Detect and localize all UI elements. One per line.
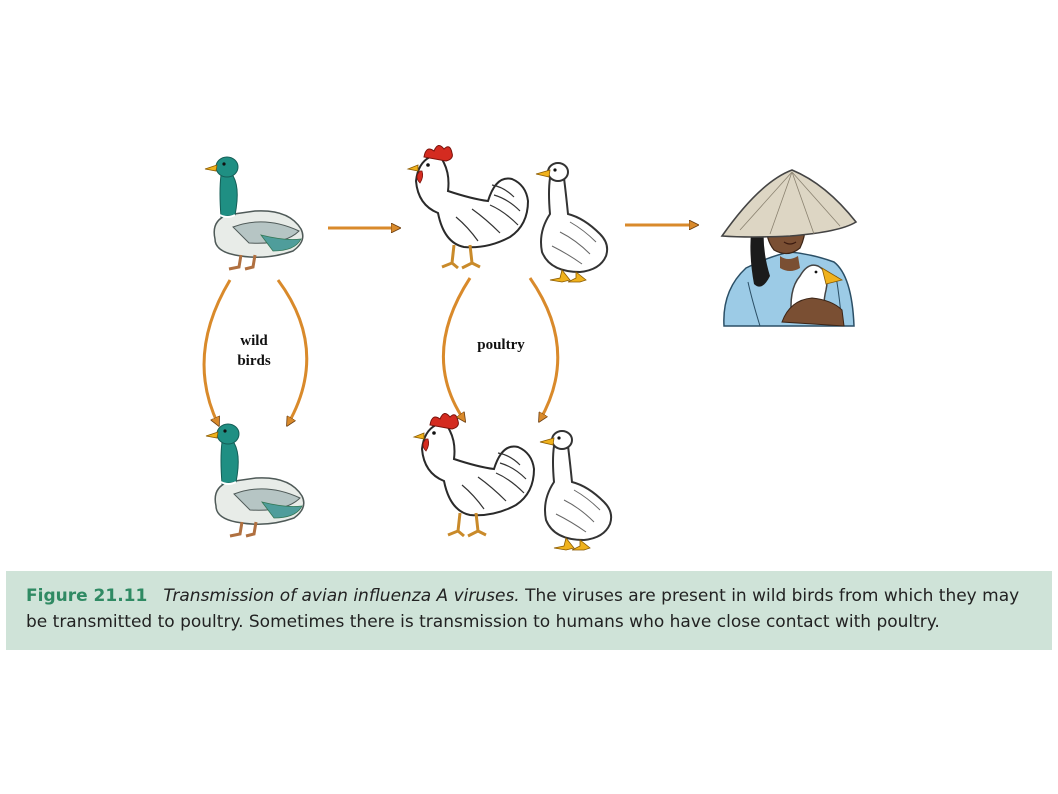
mallard-duck-top [203,155,305,271]
arrow-poultry-left [441,277,472,420]
transmission-diagram: wild birds poultry [202,143,858,551]
white-duck-icon [535,162,609,283]
rooster-bottom [412,411,536,538]
figure-number: Figure 21.11 [26,586,148,606]
arrow-wildbirds-right [276,279,309,424]
white-duck-icon [539,430,613,551]
rooster-icon [406,143,530,270]
arrow-poultry-right [528,277,560,420]
caption-text: The viruses are present in wild birds fr… [26,586,1020,632]
label-poultry: poultry [477,337,525,353]
label-birds: birds [237,353,271,369]
rooster-top [406,143,530,270]
rooster-icon [412,411,536,538]
mallard-duck-bottom [204,422,306,538]
mallard-duck-icon [203,155,305,271]
label-wild: wild [240,333,268,349]
arrow-wildbirds-left [202,279,232,424]
figure-caption: Figure 21.11 Transmission of avian influe… [6,571,1052,650]
white-duck-top [535,162,609,283]
white-duck-bottom [539,430,613,551]
mallard-duck-icon [204,422,306,538]
figure-title: Transmission of avian influenza A viruse… [163,586,520,606]
woman-with-hat-icon [720,169,858,327]
